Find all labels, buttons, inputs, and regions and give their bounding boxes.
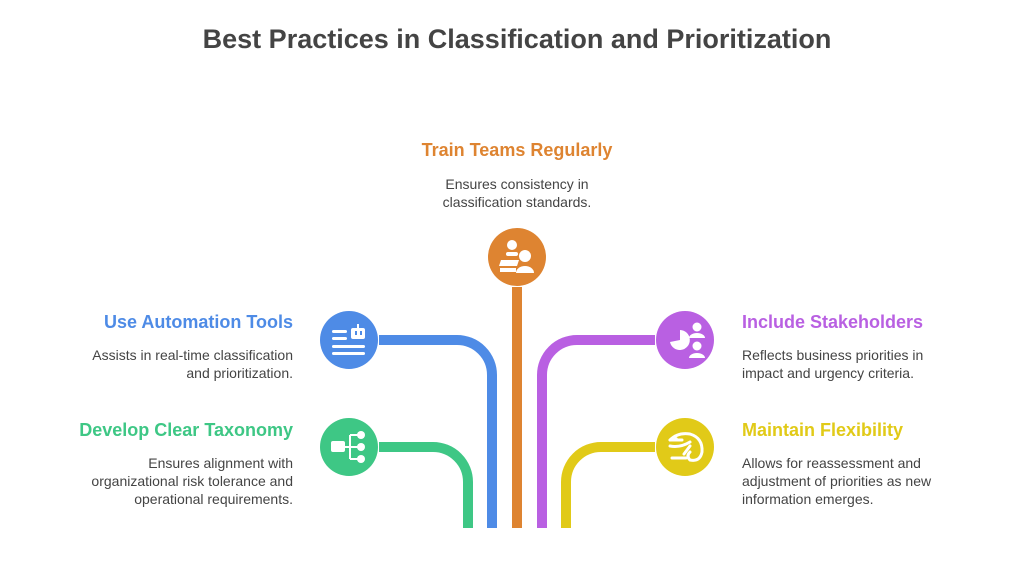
description-line: impact and urgency criteria. [742,365,914,381]
item-heading: Train Teams Regularly [421,140,613,160]
description-line: Ensures alignment with [148,455,293,471]
item-heading: Use Automation Tools [104,312,293,332]
green-connector [379,442,473,528]
description-line: adjustment of priorities as new [742,473,932,489]
description-line: organizational risk tolerance and [91,473,293,489]
description-line: classification standards. [442,194,592,210]
description-line: operational requirements. [134,491,293,507]
item-heading: Include Stakeholders [742,312,924,332]
team-training-icon [488,228,546,286]
description-line: information emerges. [742,491,874,507]
description-line: and prioritization. [186,365,293,381]
item-description: Reflects business priorities in impact a… [742,346,923,382]
purple-connector [537,335,655,528]
stakeholders-chart-icon [656,311,714,369]
description-line: Allows for reassessment and [742,455,921,471]
item-description: Ensures alignment with organizational ri… [0,454,293,508]
item-description: Allows for reassessment and adjustment o… [742,454,931,508]
description-line: Reflects business priorities in [742,347,924,363]
item-description: Ensures consistency in classification st… [367,175,667,211]
item-description: Assists in real-time classification and … [0,346,293,382]
blue-connector [379,335,497,528]
yellow-connector [561,442,655,528]
chameleon-icon [656,418,714,476]
robot-list-icon [320,311,378,369]
page-title: Best Practices in Classification and Pri… [202,24,832,54]
item-heading: Develop Clear Taxonomy [79,420,293,440]
description-line: Assists in real-time classification [92,347,293,363]
hierarchy-icon [320,418,378,476]
item-heading: Maintain Flexibility [742,420,904,440]
description-line: Ensures consistency in [445,176,589,192]
